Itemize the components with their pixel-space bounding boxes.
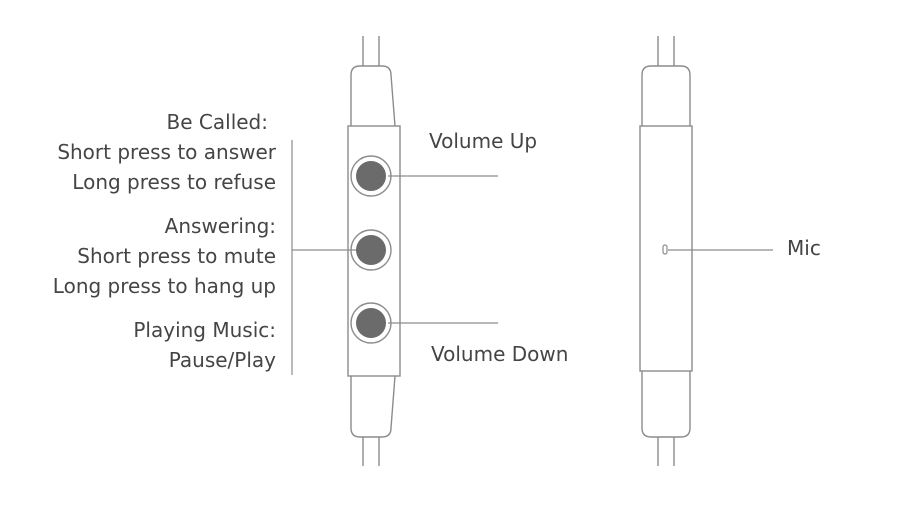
answering-heading: Answering:	[164, 214, 276, 238]
front-bottom-cap	[350, 375, 396, 438]
volume-down-label: Volume Down	[431, 342, 569, 366]
back-top-cap	[641, 65, 691, 126]
front-remote-icon	[347, 36, 401, 466]
answering-line2: Long press to hang up	[52, 274, 276, 298]
button-multifunction	[350, 229, 392, 271]
be-called-heading: Be Called:	[166, 110, 268, 134]
front-body	[347, 125, 401, 377]
playing-music-heading: Playing Music:	[133, 318, 276, 342]
playing-music-line1: Pause/Play	[168, 348, 276, 372]
volume-up-label: Volume Up	[429, 129, 538, 153]
mic-hole-icon	[662, 244, 668, 255]
button-volume-up	[350, 155, 392, 197]
back-body	[639, 125, 693, 372]
be-called-line1: Short press to answer	[57, 140, 276, 164]
answering-line1: Short press to mute	[77, 244, 276, 268]
button-volume-down	[350, 302, 392, 344]
front-top-cap	[350, 65, 396, 127]
back-remote-icon	[639, 36, 693, 466]
back-bottom-cap	[641, 371, 691, 438]
be-called-line2: Long press to refuse	[72, 170, 276, 194]
mic-label: Mic	[787, 236, 821, 260]
